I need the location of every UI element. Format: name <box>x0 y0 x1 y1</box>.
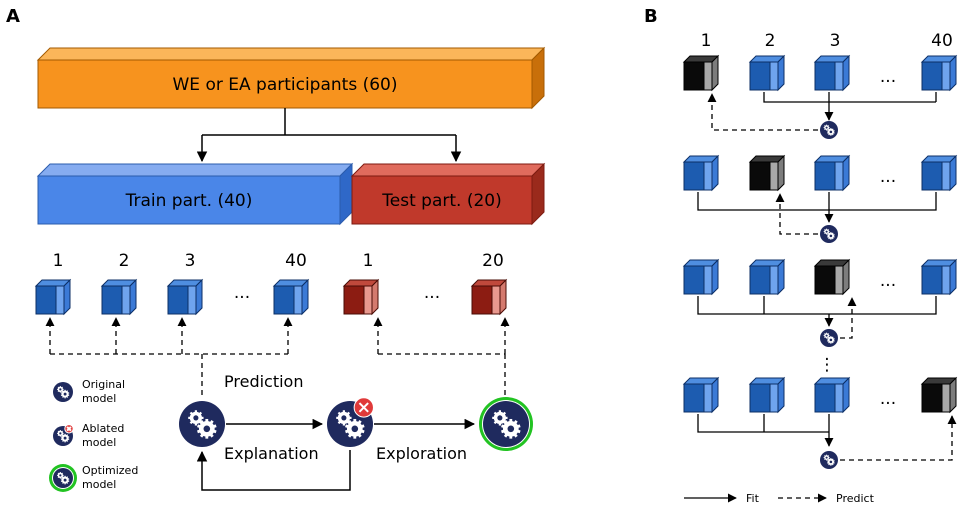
b-fit-line-2 <box>697 192 937 211</box>
b-fit-line-1 <box>763 92 936 103</box>
b-vertical-ellipsis: ⋮ <box>819 355 836 375</box>
b-fit-line-3 <box>697 296 937 315</box>
b-model-2 <box>820 225 838 243</box>
ablated-model <box>327 397 374 447</box>
b-row3-cube4 <box>920 258 958 296</box>
b-row1-cube2 <box>748 54 786 92</box>
train-cube-40 <box>272 278 310 316</box>
test-label: Test part. (20) <box>381 191 501 211</box>
b-row4-cube1 <box>682 376 720 414</box>
train-cube-1 <box>34 278 72 316</box>
b-row3-cube3 <box>813 258 851 296</box>
legend-optimized-line2: model <box>82 478 116 491</box>
b-row2-cube2 <box>748 154 786 192</box>
b-number-40: 40 <box>931 31 953 51</box>
test-box: Test part. (20) <box>350 162 546 226</box>
train-cube-3 <box>166 278 204 316</box>
b-predict-line-3 <box>840 297 857 339</box>
train-number-2: 2 <box>119 251 130 271</box>
exploration-label: Exploration <box>376 444 467 463</box>
b-row-ellipsis: ... <box>880 389 896 409</box>
train-cube-2 <box>100 278 138 316</box>
legend-predict-label: Predict <box>836 492 875 505</box>
b-row3-cube1 <box>682 258 720 296</box>
legend-optimized-line1: Optimized <box>82 464 138 477</box>
b-row1-cube1 <box>682 54 720 92</box>
b-model-3 <box>820 329 838 347</box>
legend-original-line1: Original <box>82 378 125 391</box>
panel-label-a: A <box>6 6 20 27</box>
b-row-ellipsis: ... <box>880 167 896 187</box>
test-ellipsis: ... <box>424 283 440 303</box>
legend-a: Original model Ablated model Optimized m… <box>82 378 138 491</box>
train-ellipsis: ... <box>234 283 250 303</box>
legend-original-line2: model <box>82 392 116 405</box>
b-row-ellipsis: ... <box>880 67 896 87</box>
b-row2-cube4 <box>920 154 958 192</box>
b-row1-cube3 <box>813 54 851 92</box>
legend-original-icon <box>53 382 73 402</box>
train-label: Train part. (40) <box>125 191 253 211</box>
split-arrows <box>196 108 462 163</box>
test-cube-1 <box>342 278 380 316</box>
panel-label-b: B <box>644 6 658 27</box>
b-row3-cube2 <box>748 258 786 296</box>
b-row1-cube4 <box>920 54 958 92</box>
prediction-lines <box>45 317 510 396</box>
b-model-4 <box>820 451 838 469</box>
prediction-label: Prediction <box>224 372 303 391</box>
test-cube-20 <box>470 278 508 316</box>
b-number-3: 3 <box>830 31 841 51</box>
b-row4-cube4 <box>920 376 958 414</box>
train-number-3: 3 <box>185 251 196 271</box>
b-number-2: 2 <box>765 31 776 51</box>
legend-optimized-icon <box>49 464 77 492</box>
b-fit-line-4 <box>697 414 829 433</box>
train-number-40: 40 <box>285 251 307 271</box>
legend-ablated-line2: model <box>82 436 116 449</box>
legend-b: Fit Predict <box>684 492 875 505</box>
legend-fit-label: Fit <box>746 492 760 505</box>
optimized-model <box>479 397 533 451</box>
b-model-1 <box>820 121 838 139</box>
b-row2-cube3 <box>813 154 851 192</box>
b-predict-line-4 <box>840 415 957 461</box>
legend-ablated-line1: Ablated <box>82 422 124 435</box>
train-number-1: 1 <box>53 251 64 271</box>
original-model <box>179 401 225 447</box>
b-number-1: 1 <box>701 31 712 51</box>
test-number-20: 20 <box>482 251 504 271</box>
b-row4-cube3 <box>813 376 851 414</box>
train-box: Train part. (40) <box>36 162 354 226</box>
explanation-label: Explanation <box>224 444 319 463</box>
b-row2-cube1 <box>682 154 720 192</box>
b-row-ellipsis: ... <box>880 271 896 291</box>
b-predict-line-2 <box>775 193 818 235</box>
b-row4-cube2 <box>748 376 786 414</box>
test-number-1: 1 <box>363 251 374 271</box>
all-participants-box: WE or EA participants (60) <box>36 46 546 110</box>
b-predict-line-1 <box>707 93 818 131</box>
legend-ablated-icon <box>53 424 74 446</box>
all-participants-label: WE or EA participants (60) <box>173 75 398 95</box>
flow-arrows <box>196 418 476 491</box>
